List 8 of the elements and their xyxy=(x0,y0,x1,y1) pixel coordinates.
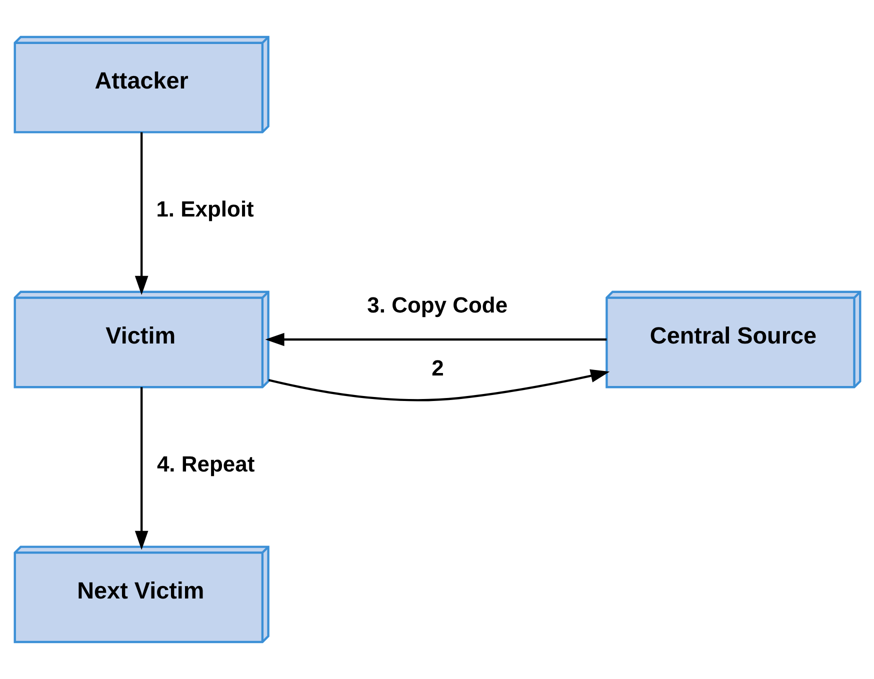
edge-label: 4. Repeat xyxy=(156,451,254,476)
edge-label: 1. Exploit xyxy=(156,196,254,222)
arrow xyxy=(134,387,148,550)
arrow xyxy=(134,132,148,295)
edge-label: 2 xyxy=(431,355,444,380)
edge-label: 3. Copy Code xyxy=(366,292,508,318)
arrow xyxy=(268,369,610,402)
arrow xyxy=(264,332,606,346)
